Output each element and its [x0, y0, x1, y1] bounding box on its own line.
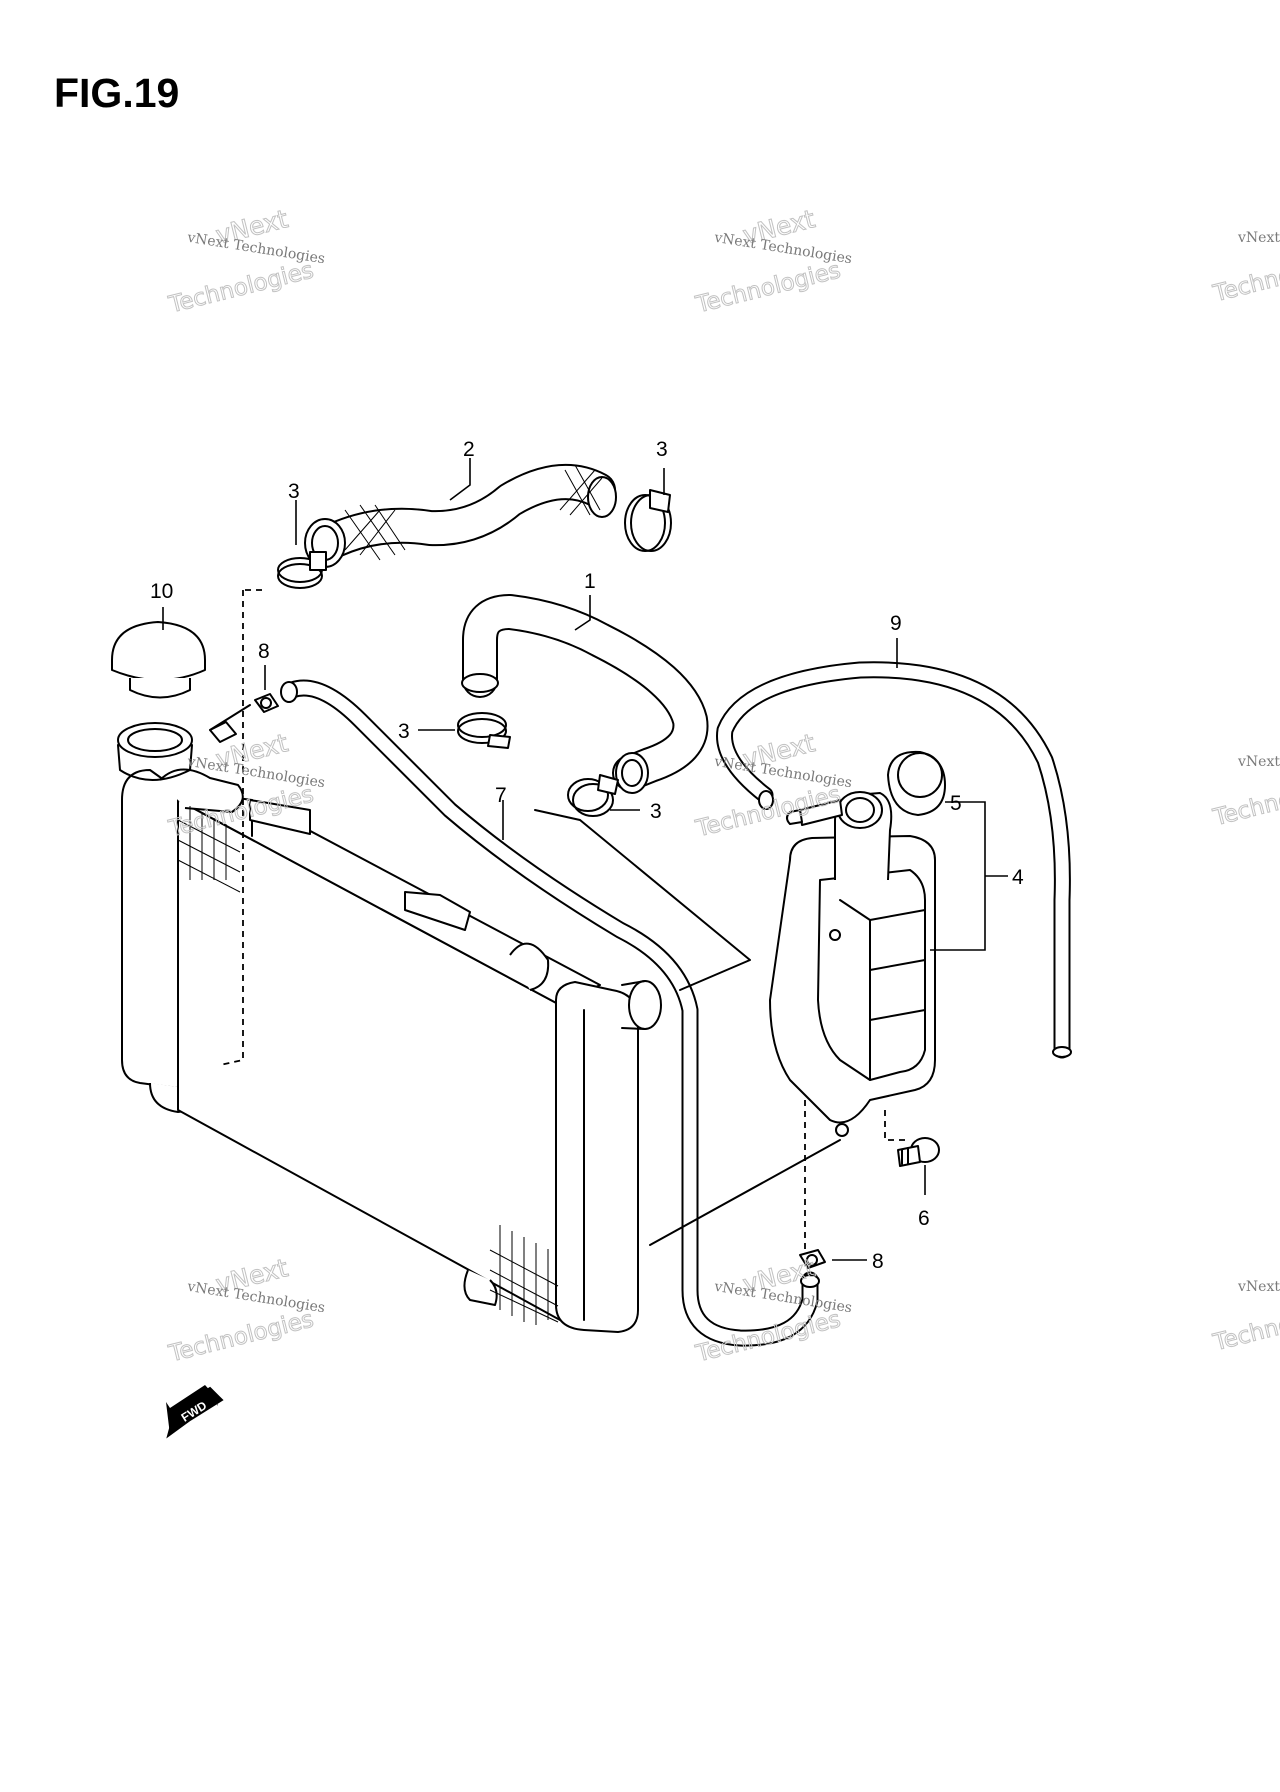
- callout-numbers: 2 1 3 3 3 3 4 5 6 7 8 8 9 10: [150, 438, 1024, 1273]
- callout-7: 7: [495, 784, 507, 807]
- svg-text:vNext Technologies: vNext Technologies: [1237, 230, 1280, 246]
- fwd-arrow-icon: FWD: [166, 1385, 224, 1439]
- callout-3: 3: [656, 438, 668, 461]
- callout-1: 2: [463, 438, 475, 461]
- callout-9: 9: [890, 612, 902, 635]
- svg-text:vNext Technologies: vNext Technologies: [1237, 1279, 1280, 1295]
- radiator-cap: [111, 621, 237, 781]
- reservoir-cap: [887, 750, 946, 816]
- callout-6: 6: [918, 1207, 930, 1230]
- hose-7: [280, 679, 820, 1347]
- callout-3: 3: [288, 480, 300, 503]
- watermark: vNext vNext Technologies Technologies: [165, 204, 326, 319]
- callout-1: 1: [584, 570, 596, 593]
- hose-9: [716, 661, 1072, 1059]
- svg-text:Technologies: Technologies: [166, 257, 317, 318]
- leader-lines: [162, 458, 1008, 1261]
- hose-1: [461, 594, 709, 794]
- callout-3: 3: [650, 800, 662, 823]
- callout-5: 5: [950, 792, 962, 815]
- hose-clamps: [277, 489, 672, 817]
- assembly-lines: [209, 589, 905, 1250]
- watermark: vNext vNext Technologies Technologies: [165, 1253, 326, 1368]
- watermark: vNext vNext Technologies Technologies: [692, 204, 853, 319]
- svg-text:Technologies: Technologies: [693, 257, 844, 318]
- svg-text:Technologies: Technologies: [1210, 246, 1280, 307]
- radiator: [121, 768, 662, 1333]
- svg-text:Technologies: Technologies: [1210, 770, 1280, 831]
- callout-3: 3: [398, 720, 410, 743]
- watermark: vNext Technologies Technologies: [1210, 1279, 1280, 1357]
- watermark: vNext vNext Technologies Technologies: [692, 1253, 853, 1368]
- watermark: vNext Technologies Technologies: [1210, 230, 1280, 308]
- reservoir-tank: [769, 791, 936, 1137]
- watermark: vNext vNext Technologies Technologies: [692, 728, 853, 843]
- svg-text:Technologies: Technologies: [693, 1306, 844, 1367]
- bolt: [897, 1137, 940, 1167]
- svg-text:vNext Technologies: vNext Technologies: [1237, 754, 1280, 770]
- callout-8: 8: [258, 640, 270, 663]
- figure-title: FIG.19: [54, 70, 180, 116]
- callout-8: 8: [872, 1250, 884, 1273]
- watermark: vNext Technologies Technologies: [1210, 754, 1280, 832]
- hose-2: [304, 464, 617, 568]
- svg-text:Technologies: Technologies: [166, 1306, 317, 1367]
- svg-text:Technologies: Technologies: [1210, 1295, 1280, 1356]
- callout-10: 10: [150, 580, 173, 603]
- callout-4: 4: [1012, 866, 1024, 889]
- hose-clips: [254, 693, 826, 1269]
